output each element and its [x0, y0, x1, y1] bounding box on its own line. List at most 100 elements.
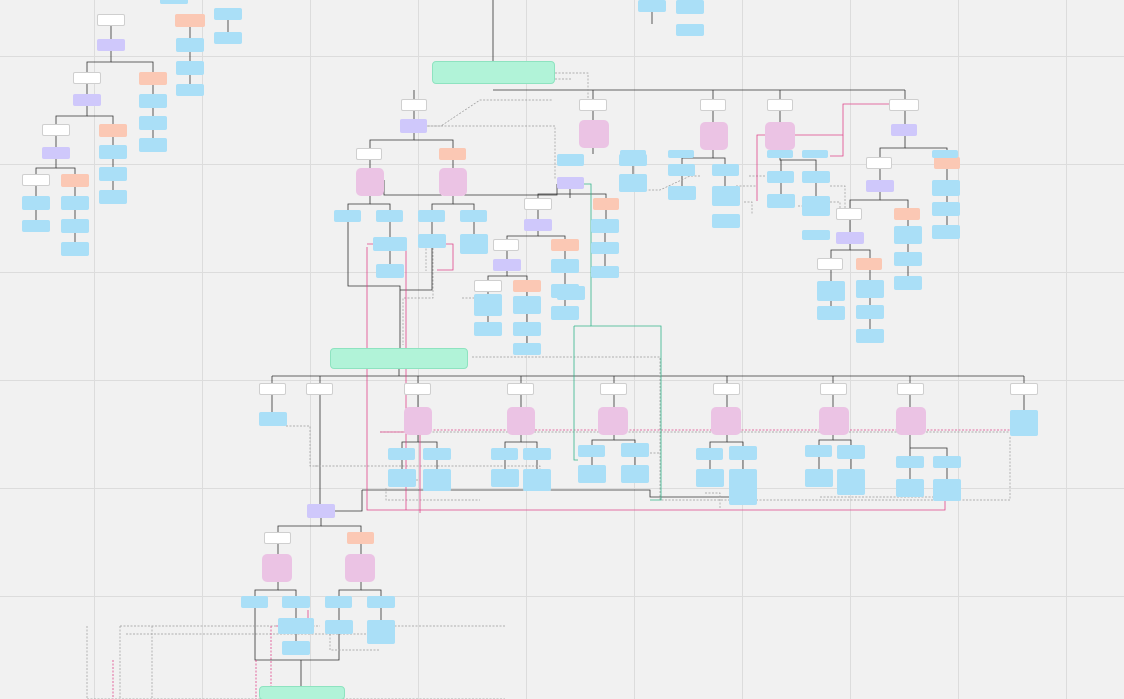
message-node[interactable] [523, 448, 551, 460]
message-node[interactable] [61, 242, 89, 256]
message-node[interactable] [376, 210, 403, 222]
message-node[interactable] [638, 0, 666, 12]
else-label-node[interactable] [551, 239, 579, 251]
message-node[interactable] [513, 322, 541, 336]
message-node[interactable] [578, 465, 606, 483]
message-node[interactable] [578, 445, 605, 457]
message-node[interactable] [139, 138, 167, 152]
message-node[interactable] [712, 214, 740, 228]
else-label-node[interactable] [894, 208, 920, 220]
message-node[interactable] [817, 306, 845, 320]
branch-label-node[interactable] [306, 383, 333, 395]
message-node[interactable] [856, 305, 884, 319]
handler-node[interactable] [356, 168, 384, 196]
message-node[interactable] [817, 281, 845, 301]
message-node[interactable] [896, 456, 924, 468]
message-node[interactable] [551, 306, 579, 320]
handler-node[interactable] [262, 554, 292, 582]
message-node[interactable] [805, 469, 833, 487]
message-node[interactable] [139, 94, 167, 108]
message-node[interactable] [1010, 410, 1038, 436]
branch-label-node[interactable] [42, 124, 70, 136]
message-node[interactable] [99, 145, 127, 159]
message-node[interactable] [474, 296, 502, 316]
message-node[interactable] [214, 8, 242, 20]
message-node[interactable] [837, 469, 865, 495]
message-node[interactable] [894, 276, 922, 290]
branch-label-node[interactable] [264, 532, 291, 544]
message-node[interactable] [767, 171, 794, 183]
message-node[interactable] [551, 259, 579, 273]
message-node[interactable] [932, 150, 958, 158]
message-node[interactable] [418, 210, 445, 222]
message-node[interactable] [767, 194, 795, 208]
message-node[interactable] [696, 448, 723, 460]
message-node[interactable] [712, 186, 740, 206]
message-node[interactable] [805, 445, 832, 457]
condition-node[interactable] [97, 39, 125, 51]
branch-label-node[interactable] [866, 157, 892, 169]
message-node[interactable] [932, 225, 960, 239]
branch-label-node[interactable] [579, 99, 607, 111]
condition-node[interactable] [307, 504, 335, 518]
branch-label-node[interactable] [97, 14, 125, 26]
branch-label-node[interactable] [493, 239, 519, 251]
branch-label-node[interactable] [401, 99, 427, 111]
message-node[interactable] [802, 196, 830, 216]
message-node[interactable] [282, 596, 310, 608]
message-node[interactable] [802, 150, 828, 158]
message-node[interactable] [491, 469, 519, 487]
else-label-node[interactable] [347, 532, 374, 544]
branch-label-node[interactable] [897, 383, 924, 395]
branch-label-node[interactable] [889, 99, 919, 111]
message-node[interactable] [696, 469, 724, 487]
message-node[interactable] [894, 226, 922, 244]
message-node[interactable] [460, 234, 488, 254]
message-node[interactable] [896, 479, 924, 497]
message-node[interactable] [856, 329, 884, 343]
message-node[interactable] [282, 641, 310, 655]
message-node[interactable] [802, 230, 830, 240]
message-node[interactable] [933, 456, 961, 468]
message-node[interactable] [460, 210, 487, 222]
message-node[interactable] [388, 448, 415, 460]
handler-node[interactable] [579, 120, 609, 148]
handler-node[interactable] [507, 407, 535, 435]
message-node[interactable] [513, 343, 541, 355]
message-node[interactable] [22, 220, 50, 232]
else-label-node[interactable] [139, 72, 167, 85]
message-node[interactable] [932, 180, 960, 196]
message-node[interactable] [802, 171, 830, 183]
start-node[interactable] [330, 348, 468, 369]
branch-label-node[interactable] [600, 383, 627, 395]
branch-label-node[interactable] [507, 383, 534, 395]
message-node[interactable] [334, 210, 361, 222]
message-node[interactable] [241, 596, 268, 608]
handler-node[interactable] [765, 122, 795, 150]
message-node[interactable] [676, 24, 704, 36]
message-node[interactable] [668, 164, 695, 176]
message-node[interactable] [176, 38, 204, 52]
branch-label-node[interactable] [404, 383, 431, 395]
message-node[interactable] [591, 266, 619, 278]
branch-label-node[interactable] [767, 99, 793, 111]
condition-node[interactable] [524, 219, 552, 231]
condition-node[interactable] [557, 177, 584, 189]
message-node[interactable] [418, 234, 446, 248]
message-node[interactable] [894, 252, 922, 266]
handler-node[interactable] [598, 407, 628, 435]
message-node[interactable] [423, 469, 451, 491]
message-node[interactable] [423, 448, 451, 460]
message-node[interactable] [376, 264, 404, 278]
message-node[interactable] [513, 296, 541, 314]
message-node[interactable] [729, 446, 757, 460]
branch-label-node[interactable] [524, 198, 552, 210]
message-node[interactable] [712, 164, 739, 176]
else-label-node[interactable] [856, 258, 882, 270]
else-label-node[interactable] [513, 280, 541, 292]
message-node[interactable] [856, 280, 884, 298]
message-node[interactable] [676, 0, 704, 14]
message-node[interactable] [388, 469, 416, 487]
handler-node[interactable] [711, 407, 741, 435]
